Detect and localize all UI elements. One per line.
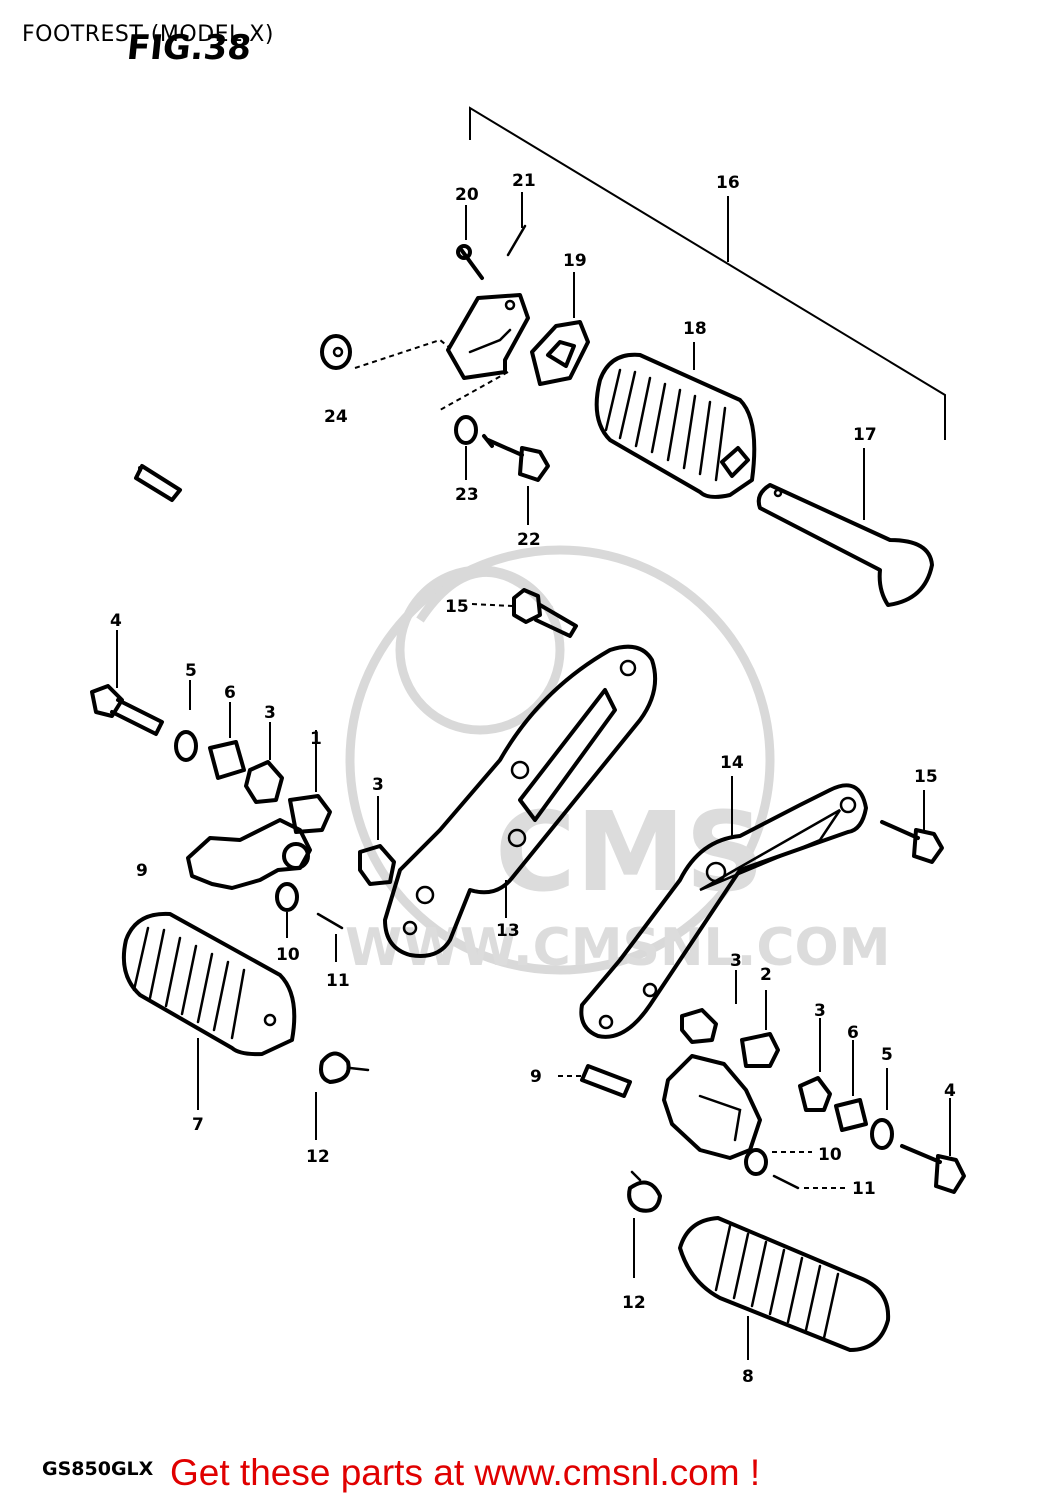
part-3-bushing-a	[244, 722, 284, 804]
part-11-cotter-right	[772, 1174, 846, 1190]
part-12-spring-right	[627, 1170, 662, 1278]
callout-6-left: 6	[224, 683, 236, 703]
callout-8: 8	[742, 1367, 754, 1387]
part-4-bolt-right	[900, 1098, 966, 1194]
watermark-url: WWW.CMSNL.COM	[345, 918, 890, 978]
callout-16: 16	[716, 173, 740, 193]
part-10-washer-left	[275, 882, 299, 938]
part-6-collar-left	[208, 702, 246, 780]
part-21-cotter-pin	[506, 192, 527, 257]
callout-10-left: 10	[276, 945, 300, 965]
callout-4-left: 4	[110, 611, 122, 631]
callout-11-left: 11	[326, 971, 350, 991]
part-19-gasket	[530, 272, 590, 386]
part-5-washer-left	[174, 680, 198, 762]
callout-1: 1	[310, 729, 322, 749]
promo-link[interactable]: Get these parts at www.cmsnl.com !	[170, 1452, 761, 1493]
callout-23: 23	[455, 485, 479, 505]
callout-15-upper: 15	[445, 597, 469, 617]
part-8-footpeg-right	[678, 1216, 891, 1360]
callout-4-right: 4	[944, 1081, 956, 1101]
model-code: GS850GLX	[42, 1458, 154, 1480]
callout-7: 7	[192, 1115, 204, 1135]
part-4-bolt-left	[90, 630, 164, 736]
part-6-collar-right	[834, 1040, 868, 1132]
callout-14: 14	[720, 753, 744, 773]
part-5-washer-right	[870, 1068, 894, 1150]
callout-3-c: 3	[730, 951, 742, 971]
callout-9-right: 9	[530, 1067, 542, 1087]
callout-17: 17	[853, 425, 877, 445]
callout-3-a: 3	[264, 703, 276, 723]
callout-15-right: 15	[914, 767, 938, 787]
watermark-brand: CMS	[495, 788, 764, 916]
page-title: FOOTREST (MODEL X)	[22, 22, 274, 47]
part-3-bushing-d	[798, 1018, 832, 1112]
callout-18: 18	[683, 319, 707, 339]
part-18-footpeg-rubber	[594, 342, 757, 499]
part-3-bushing-c	[680, 970, 737, 1044]
part-20-pin	[456, 205, 484, 280]
callout-3-b: 3	[372, 775, 384, 795]
callout-2: 2	[760, 965, 772, 985]
callout-5-left: 5	[185, 661, 197, 681]
part-9-pin-left	[134, 464, 182, 502]
callout-22: 22	[517, 530, 541, 550]
part-12-spring-left	[315, 1051, 370, 1140]
callout-9-left: 9	[136, 861, 148, 881]
part-7-footpeg-left	[121, 911, 297, 1110]
part-24-washer	[320, 334, 451, 370]
part-15-bolt-upper	[471, 588, 578, 638]
part-3-bushing-b	[358, 796, 396, 886]
callout-24: 24	[324, 407, 348, 427]
part-23-washer	[454, 415, 478, 480]
callout-12-right: 12	[622, 1293, 646, 1313]
callout-10-right: 10	[818, 1145, 842, 1165]
callout-21: 21	[512, 171, 536, 191]
callout-5-right: 5	[881, 1045, 893, 1065]
watermark: CMS WWW.CMSNL.COM	[345, 545, 890, 978]
part-15-bolt-right	[880, 790, 944, 864]
part-22-bolt	[482, 434, 550, 525]
footrest-clevis-bracket	[439, 293, 530, 411]
callout-12-left: 12	[306, 1147, 330, 1167]
callout-20: 20	[455, 185, 479, 205]
part-1-footpeg-holder-left	[186, 730, 332, 890]
part-11-cotter-left	[316, 912, 344, 962]
callout-6-right: 6	[847, 1023, 859, 1043]
callout-3-d: 3	[814, 1001, 826, 1021]
callout-13: 13	[496, 921, 520, 941]
callout-11-right: 11	[852, 1179, 876, 1199]
assembly-bracket	[469, 106, 946, 440]
part-17-footpeg-shaft	[756, 448, 934, 607]
part-10-washer-right	[744, 1148, 812, 1176]
part-14-footrest-bracket-right	[579, 776, 868, 1039]
callout-labels: 16 20 21 19 18 24 17 23 22 15 4 5 6 3 1 …	[110, 171, 956, 1387]
part-9-pin-right	[558, 1064, 632, 1098]
part-13-footrest-bracket-left	[383, 644, 658, 958]
callout-19: 19	[563, 251, 587, 271]
